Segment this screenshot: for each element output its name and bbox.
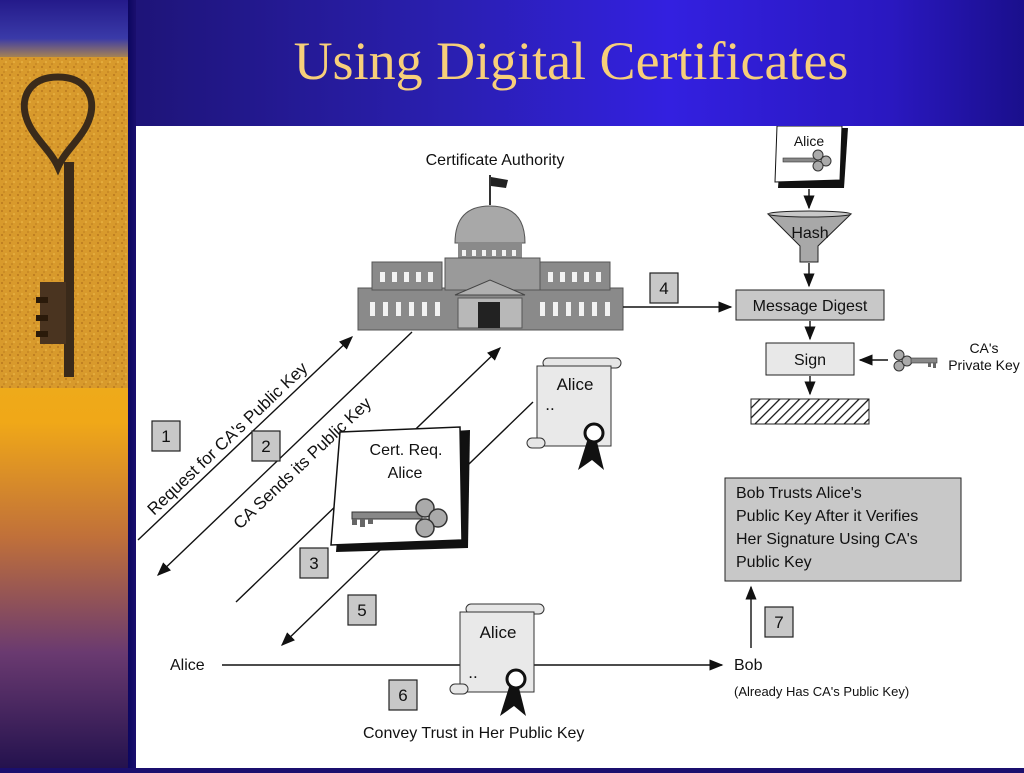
svg-text:2: 2 — [261, 437, 270, 456]
svg-text:Sign: Sign — [794, 352, 826, 369]
alice-document-top: Alice — [774, 125, 848, 188]
svg-text:Public Key: Public Key — [736, 554, 812, 571]
svg-text:Message Digest: Message Digest — [753, 298, 868, 315]
sign-box: Sign — [765, 342, 855, 376]
svg-text:1: 1 — [161, 427, 170, 446]
step-box-4: 4 — [649, 272, 679, 304]
svg-text:Bob Trusts Alice's: Bob Trusts Alice's — [736, 485, 862, 502]
key-icon — [782, 149, 832, 172]
svg-text:Alice: Alice — [557, 375, 594, 394]
ca-private-key-icon — [893, 349, 938, 372]
svg-text:4: 4 — [659, 279, 668, 298]
convey-trust-label: Convey Trust in Her Public Key — [363, 725, 584, 742]
alice-label: Alice — [170, 657, 205, 674]
svg-text:7: 7 — [774, 613, 783, 632]
step-box-1: 1 — [151, 420, 181, 452]
antique-key-photo — [0, 57, 128, 388]
svg-text:Alice: Alice — [480, 623, 517, 642]
arrow-ca-sends — [156, 331, 413, 576]
bob-note: (Already Has CA's Public Key) — [734, 684, 909, 699]
step-box-2: 2 — [251, 430, 281, 462]
svg-text:Hash: Hash — [791, 225, 828, 242]
svg-text:3: 3 — [309, 554, 318, 573]
svg-text:..: .. — [545, 395, 554, 414]
svg-text:Alice: Alice — [388, 465, 423, 482]
title-bar — [136, 0, 1024, 126]
signature-block — [750, 398, 870, 425]
step-box-6: 6 — [388, 679, 418, 711]
step-box-5: 5 — [347, 594, 377, 626]
svg-text:..: .. — [468, 663, 477, 682]
certificate-diagram: Certificate Authority — [137, 125, 1020, 742]
diagram-canvas: Certificate Authority — [136, 125, 1024, 768]
slide-title: Using Digital Certificates — [293, 31, 849, 91]
svg-text:Public Key After it Verifies: Public Key After it Verifies — [736, 508, 918, 525]
hash-funnel: Hash — [766, 210, 853, 263]
alice-certificate-scroll-lower: Alice .. — [449, 603, 545, 716]
cert-request-document: Cert. Req. Alice — [330, 426, 470, 552]
step-box-7: 7 — [764, 606, 794, 638]
key-icon — [351, 498, 448, 538]
bob-label: Bob — [734, 657, 763, 674]
ca-label: Certificate Authority — [426, 152, 565, 169]
svg-text:5: 5 — [357, 601, 366, 620]
bob-trusts-box: Bob Trusts Alice's Public Key After it V… — [724, 477, 962, 582]
step-box-3: 3 — [299, 547, 329, 579]
alice-certificate-scroll: Alice .. — [526, 357, 622, 470]
ca-private-key-line1: CA's — [969, 340, 998, 356]
sidebar-edge — [128, 0, 136, 768]
arrow-request — [137, 336, 354, 541]
svg-text:6: 6 — [398, 686, 407, 705]
svg-text:Cert. Req.: Cert. Req. — [370, 442, 443, 459]
message-digest-box: Message Digest — [735, 289, 885, 321]
svg-text:Alice: Alice — [794, 133, 825, 149]
ca-building-icon — [357, 175, 624, 331]
svg-text:Her Signature Using CA's: Her Signature Using CA's — [736, 531, 918, 548]
ca-private-key-line2: Private Key — [948, 357, 1020, 373]
